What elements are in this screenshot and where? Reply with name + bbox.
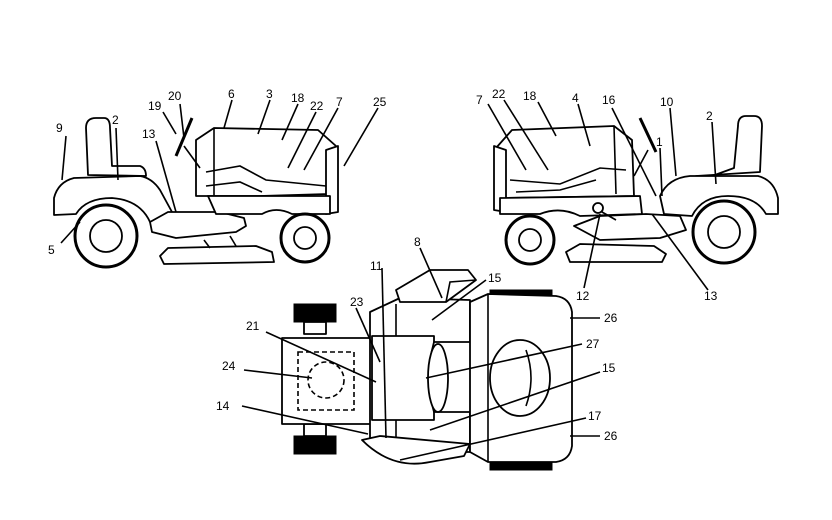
callout-14: 14 [216,399,230,413]
callout-10: 10 [660,95,674,109]
steering-column [633,149,649,177]
callout-20: 20 [168,89,182,103]
right-side-view: 7 22 18 4 16 10 2 1 13 12 [476,87,779,303]
footboard [149,211,247,239]
callout-27: 27 [586,337,600,351]
callout-8: 8 [414,235,421,249]
steering-column [183,145,201,169]
callout-13: 13 [704,289,718,303]
rear-tire-top [293,303,337,323]
deck-arc [361,435,471,465]
callout-22: 22 [310,99,324,113]
callout-21: 21 [246,319,260,333]
callout-18: 18 [523,89,537,103]
callout-23: 23 [350,295,364,309]
callout-5: 5 [48,243,55,257]
callout-15b: 15 [602,361,616,375]
rear-fender [659,175,779,217]
callout-15: 15 [488,271,502,285]
callout-13: 13 [142,127,156,141]
callout-4: 4 [572,91,579,105]
callout-9: 9 [56,121,63,135]
callout-2: 2 [706,109,713,123]
seat [695,115,763,177]
hood [495,125,635,199]
seat [85,117,147,177]
callout-6: 6 [228,87,235,101]
callout-24: 24 [222,359,236,373]
callout-12: 12 [576,289,590,303]
lever-knob [592,202,604,214]
hood-oval [489,339,551,417]
fuel-area [297,351,355,411]
steering-wheel [638,117,658,153]
callout-17: 17 [588,409,602,423]
callout-7: 7 [476,93,483,107]
callout-19: 19 [148,99,162,113]
rear-body [281,337,379,425]
callout-26b: 26 [604,429,618,443]
callout-22: 22 [492,87,506,101]
callout-3: 3 [266,87,273,101]
left-side-view: 20 6 3 18 22 7 25 9 2 19 13 5 [48,87,387,269]
hood [195,127,337,197]
dash-panel [371,335,435,421]
callout-7: 7 [336,95,343,109]
callout-1: 1 [656,135,663,149]
mower-deck [159,245,275,265]
fuel-cap [307,361,345,399]
callout-2: 2 [112,113,119,127]
callout-26: 26 [604,311,618,325]
callout-25: 25 [373,95,387,109]
rear-tire-bottom [293,435,337,455]
callout-11: 11 [370,259,383,273]
top-view: 8 11 15 23 26 21 27 24 15 14 17 26 [216,235,618,471]
callout-16: 16 [602,93,616,107]
callout-18: 18 [291,91,305,105]
mower-deck [565,243,667,263]
